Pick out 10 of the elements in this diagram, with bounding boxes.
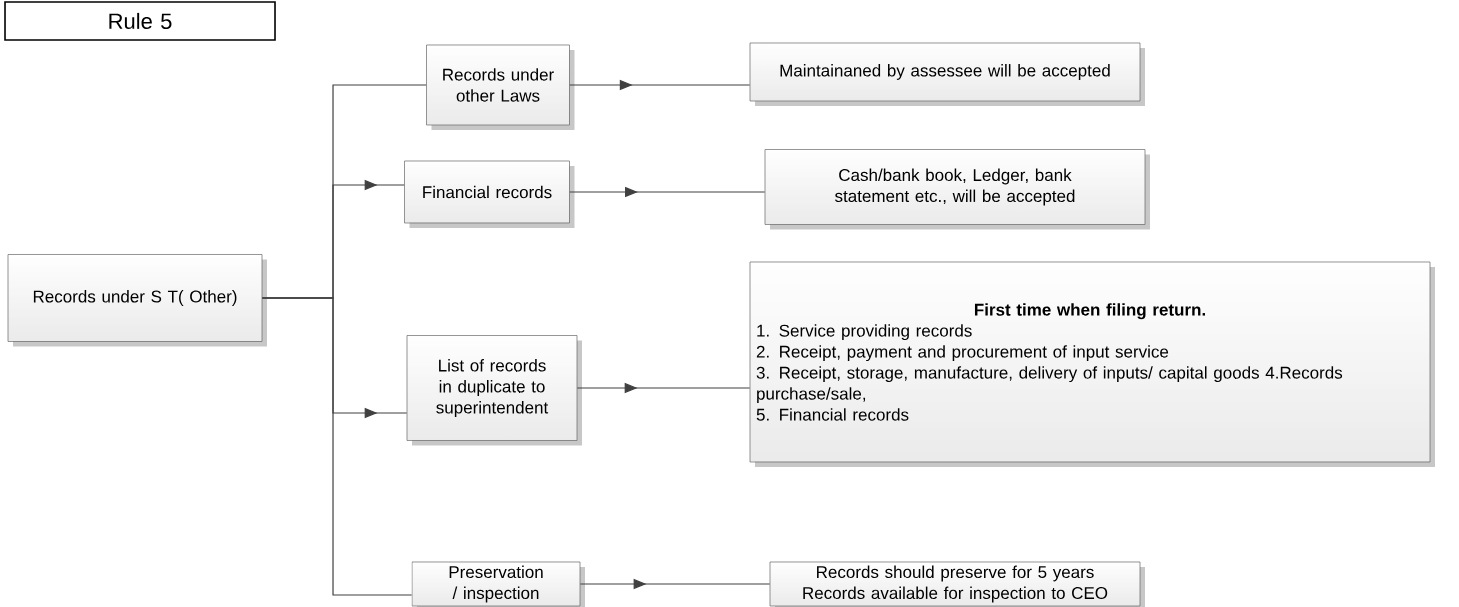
process-box: First time when filing return. 1. Service providing records 2. Receipt, payment and procurement of input service 3. Receipt, storage, manufacture, delivery of inputs/ capital goods 4.Records purchase/sale, 5. Financial records — [749, 261, 1435, 467]
process-box: Preservation / inspection — [411, 561, 585, 607]
process-box: List of records in duplicate to superintendent — [406, 335, 582, 446]
process-box: Records under S T( Other) — [7, 254, 267, 347]
process-box: Cash/bank book, Ledger, bank statement etc., will be accepted — [764, 149, 1150, 230]
process-box: Records should preserve for 5 years Records available for inspection to CEO — [769, 561, 1145, 607]
heading-box: Rule 5 — [4, 1, 276, 41]
process-box: Financial records — [404, 160, 575, 228]
process-box: Records under other Laws — [426, 44, 575, 130]
process-box: Maintainaned by assessee will be accepted — [749, 42, 1145, 106]
